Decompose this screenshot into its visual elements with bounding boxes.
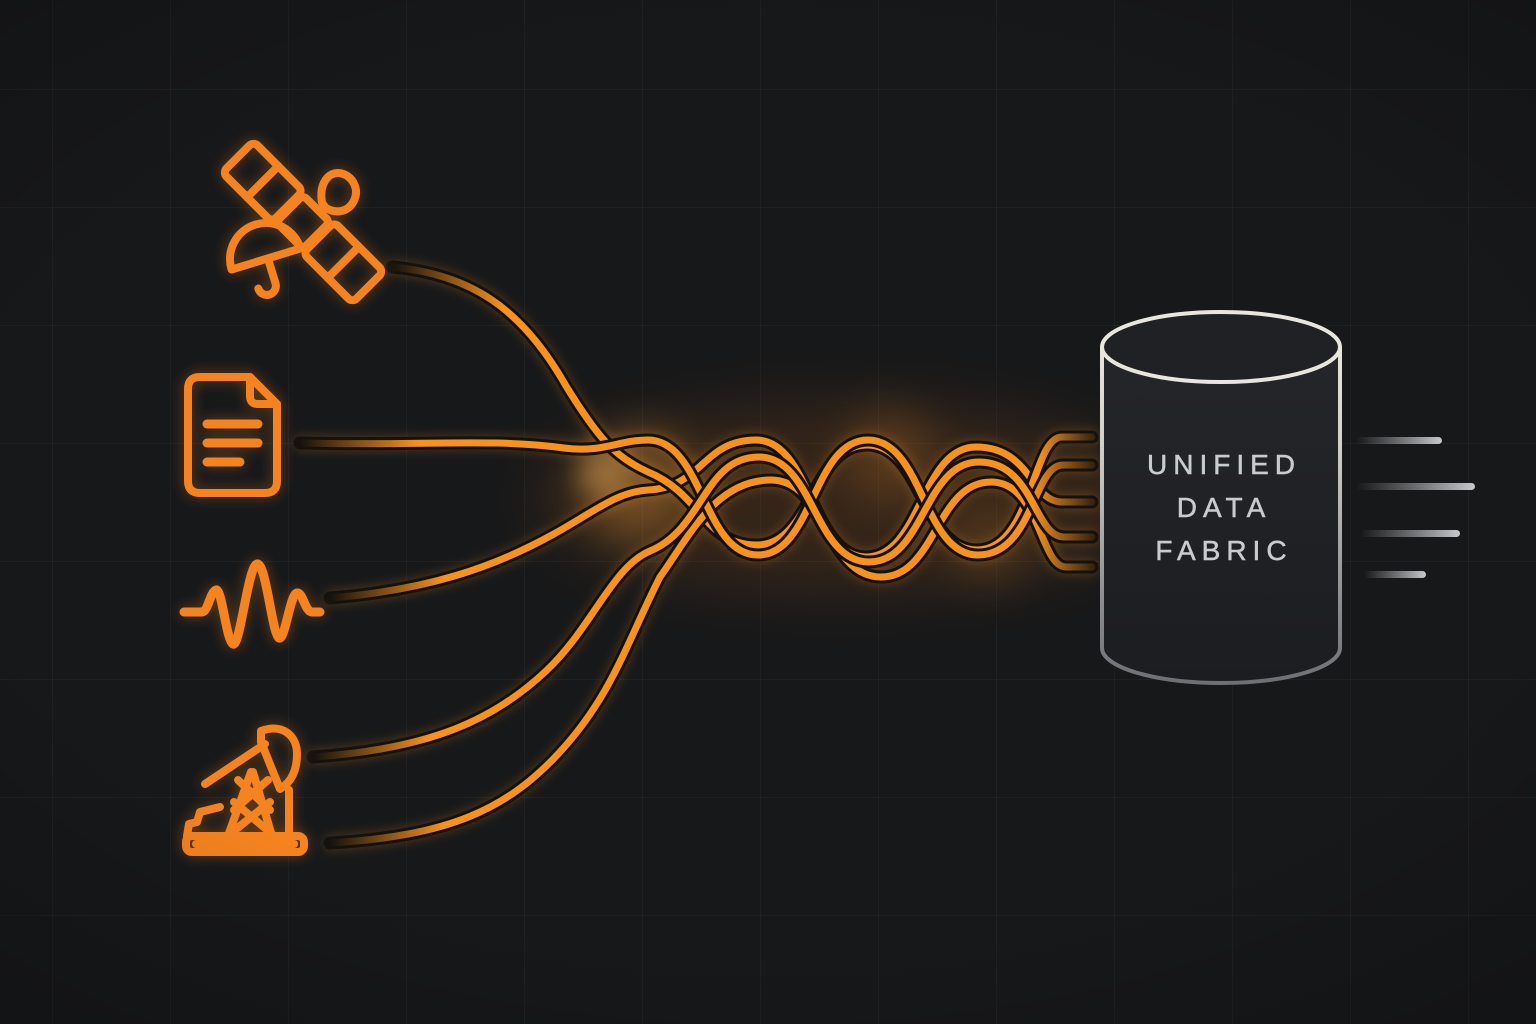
pumpjack-icon: [182, 724, 308, 856]
stream-waveform: [323, 433, 1099, 605]
database-cylinder: UNIFIED DATA FABRIC: [1100, 310, 1342, 685]
cylinder-label-line-2: DATA: [1177, 492, 1272, 523]
streams: [293, 260, 1099, 850]
stream-document: [293, 433, 1099, 562]
document-icon: [184, 373, 281, 497]
cylinder-label: UNIFIED DATA FABRIC: [1147, 449, 1301, 567]
motion-line: [1356, 437, 1442, 444]
satellite-icon: [220, 139, 386, 305]
stream-pumpjack-a: [306, 450, 1099, 764]
source-icons: [179, 139, 386, 856]
motion-lines: [1356, 437, 1475, 578]
motion-line: [1356, 483, 1475, 490]
stream-pumpjack-b: [323, 473, 1099, 850]
motion-line: [1364, 571, 1426, 578]
cylinder-label-line-3: FABRIC: [1155, 535, 1292, 566]
waveform-icon: [179, 559, 325, 649]
cylinder-label-line-1: UNIFIED: [1147, 449, 1301, 480]
motion-line: [1360, 530, 1460, 537]
